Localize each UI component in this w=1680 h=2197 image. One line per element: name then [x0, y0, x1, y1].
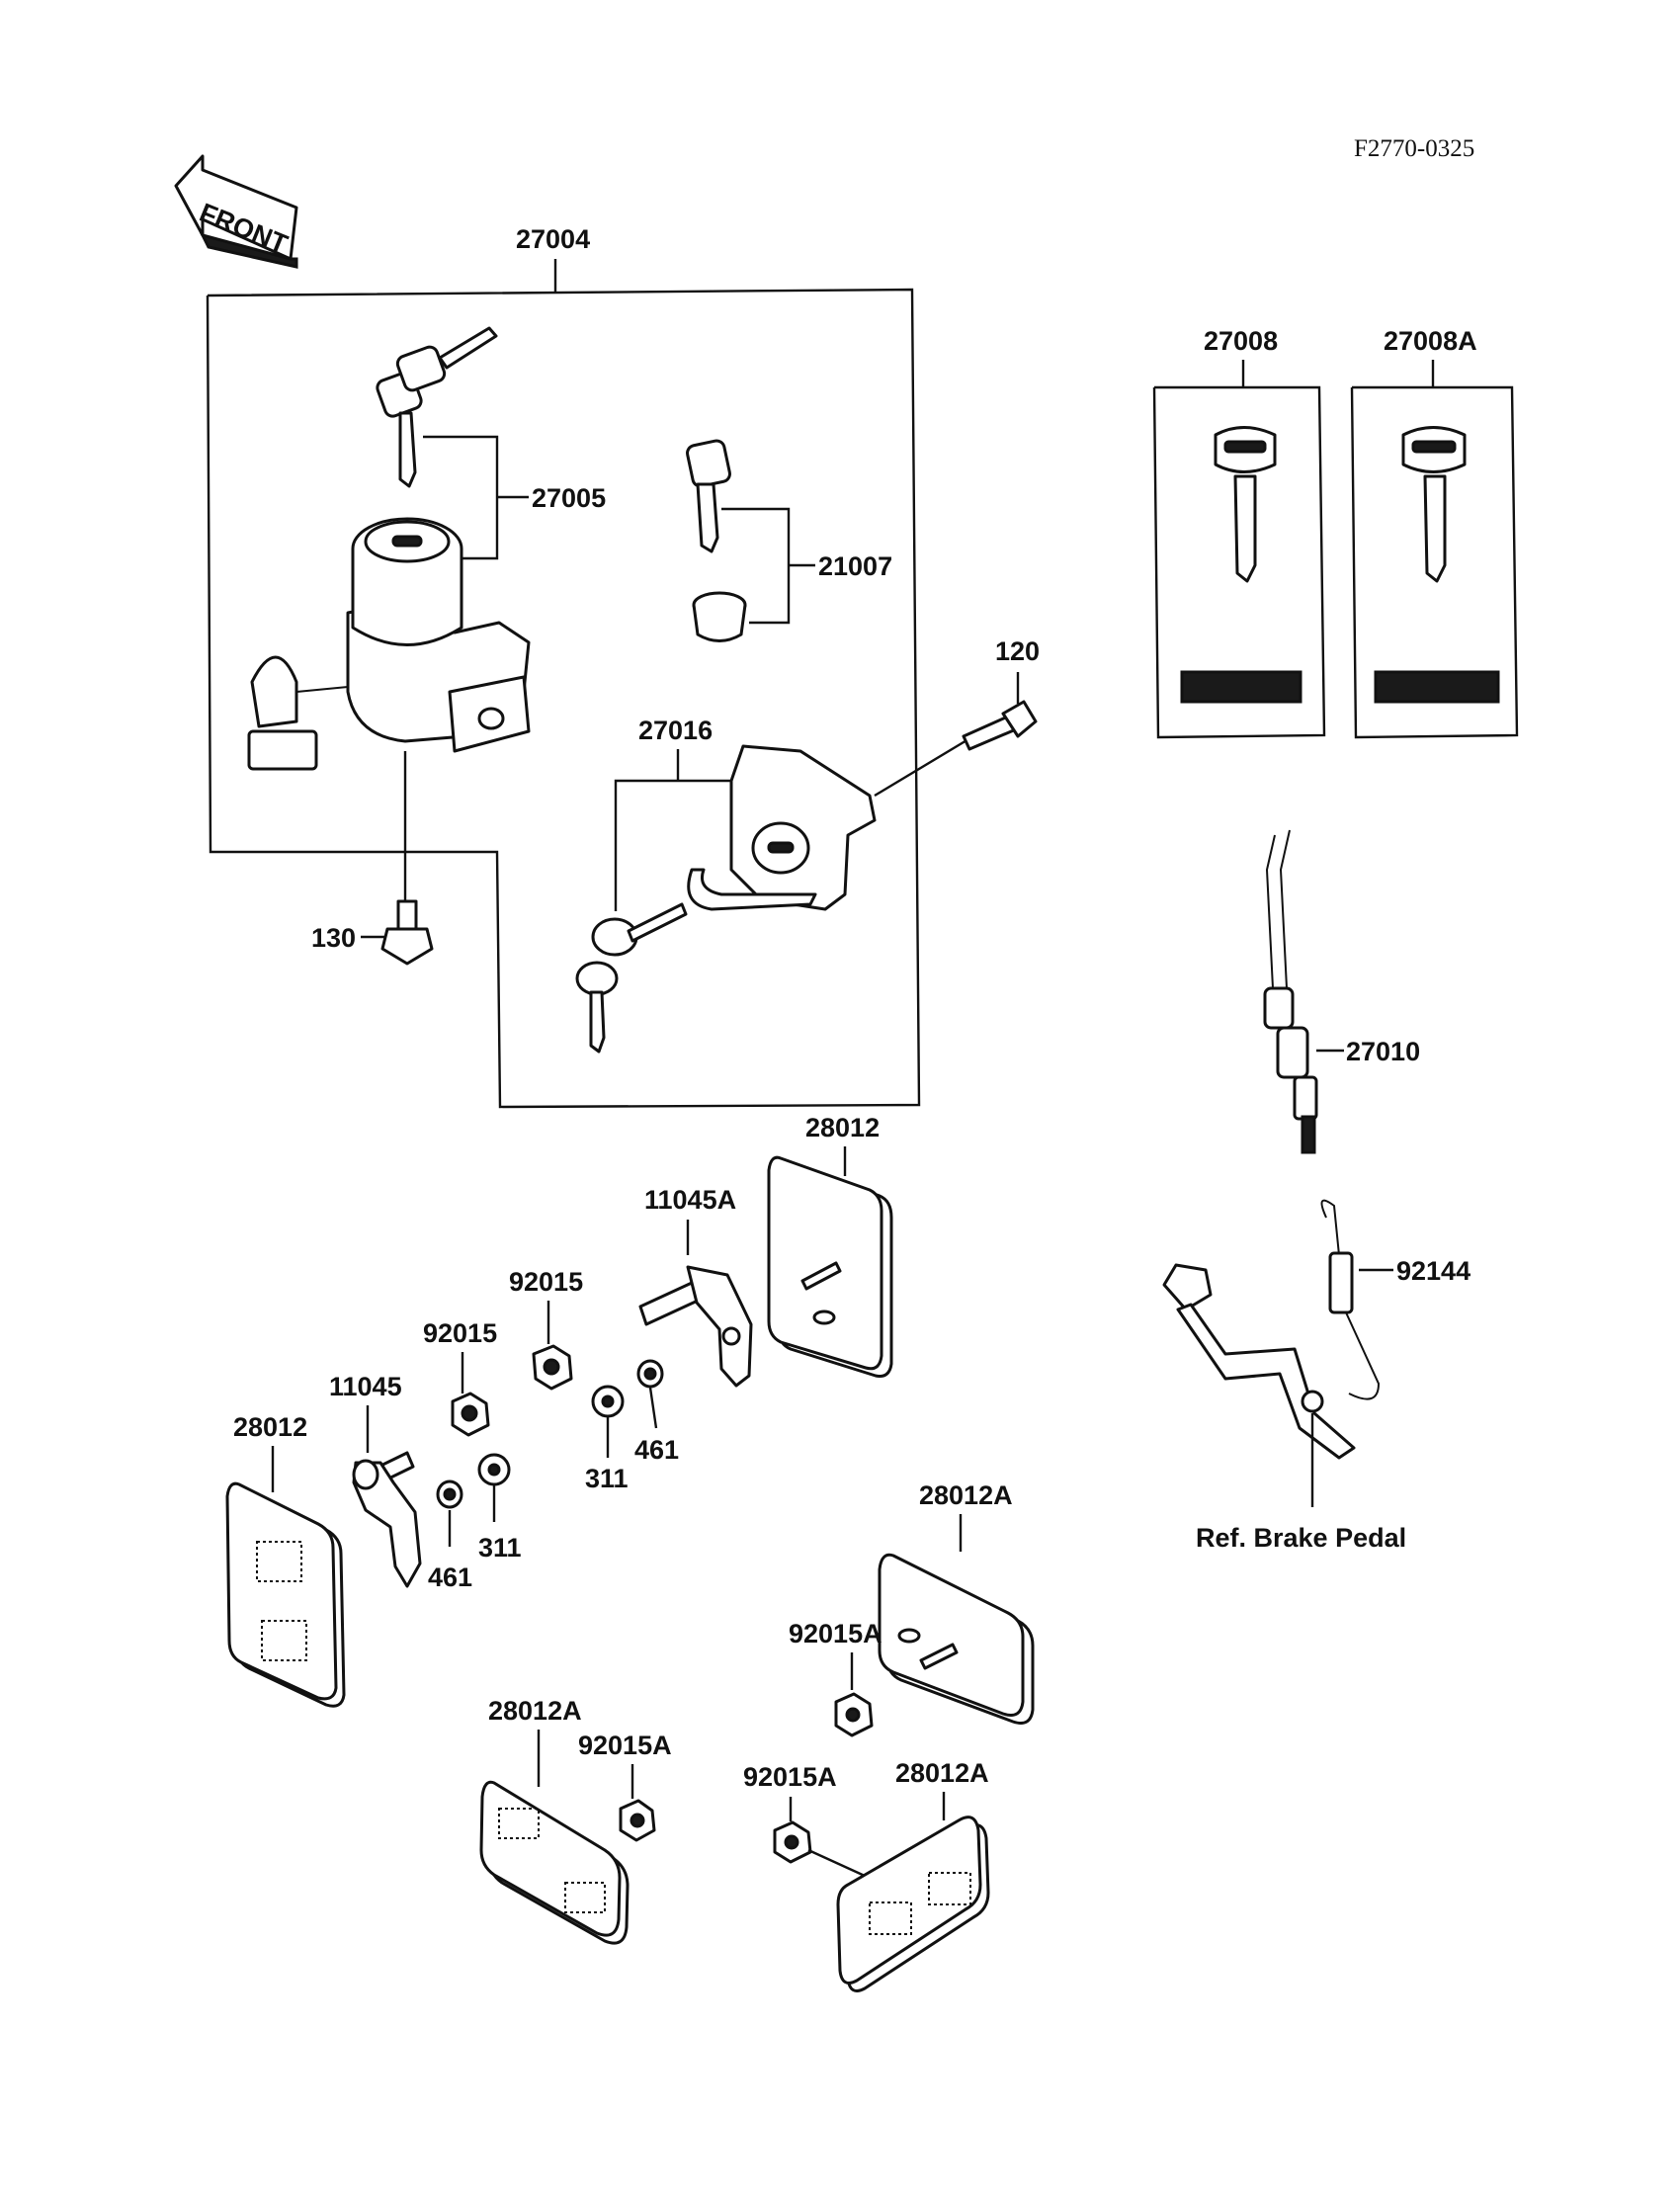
- ignition-switch-set-group: 27004 27005: [206, 224, 974, 1109]
- label-27004: 27004: [516, 224, 590, 254]
- brake-light-switch-icon: [1263, 829, 1318, 1154]
- reflector-28012A-left-icon: [479, 1780, 630, 1945]
- nut-92015A-mid-icon: [834, 1692, 874, 1737]
- reflector-28012-right-icon: [767, 1155, 893, 1378]
- bolt-130-icon: [380, 899, 434, 966]
- nut-92015-upper-icon: [532, 1344, 573, 1391]
- nut-92015A-left-icon: [619, 1799, 656, 1842]
- label-27008A: 27008A: [1384, 326, 1477, 356]
- label-92015A-left: 92015A: [578, 1731, 672, 1760]
- reflector-28012-left-icon: [225, 1481, 346, 1708]
- label-11045: 11045: [329, 1372, 402, 1401]
- helmet-lock-icon: [687, 744, 877, 911]
- label-21007: 21007: [818, 551, 892, 581]
- label-28012A-left: 28012A: [488, 1696, 582, 1726]
- seat-lock-key-icon: [686, 439, 731, 553]
- bracket-11045-icon: [352, 1451, 422, 1588]
- bolt-120-icon: [962, 700, 1038, 751]
- label-11045A: 11045A: [644, 1185, 736, 1215]
- helmet-lock-key-icon: [575, 902, 688, 1054]
- label-120: 120: [995, 636, 1040, 666]
- label-27005: 27005: [532, 483, 606, 513]
- washer-311-lower-icon: [477, 1453, 511, 1486]
- label-28012A-right: 28012A: [919, 1480, 1013, 1510]
- bracket-11045A-icon: [638, 1265, 753, 1388]
- label-27008: 27008: [1204, 326, 1278, 356]
- key-blank-27008-card: 27008: [1152, 326, 1326, 739]
- label-130: 130: [311, 923, 356, 953]
- return-spring-icon: [1320, 1199, 1381, 1400]
- label-92015-upper: 92015: [509, 1267, 583, 1297]
- label-28012-right: 28012: [805, 1113, 880, 1142]
- label-27016: 27016: [638, 716, 713, 745]
- label-92015A-mid: 92015A: [789, 1619, 882, 1648]
- label-92144: 92144: [1396, 1256, 1470, 1286]
- label-311-upper: 311: [585, 1464, 629, 1493]
- reflector-28012A-bottom-icon: [836, 1816, 990, 1992]
- washer-311-upper-icon: [591, 1385, 625, 1418]
- brake-pedal-icon: [1162, 1263, 1356, 1460]
- label-461-upper: 461: [634, 1435, 679, 1465]
- label-461-lower: 461: [428, 1563, 472, 1592]
- front-arrow-icon: FRONT: [174, 154, 298, 269]
- washer-461-upper-icon: [636, 1359, 664, 1389]
- diagram-code: F2770-0325: [1354, 135, 1474, 162]
- label-28012A-bottom: 28012A: [895, 1758, 989, 1788]
- ignition-switch-icon: [247, 517, 531, 771]
- label-27010: 27010: [1346, 1037, 1420, 1066]
- nut-92015A-bottom-icon: [773, 1820, 812, 1864]
- label-28012-left: 28012: [233, 1412, 307, 1442]
- reflector-28012A-right-icon: [878, 1553, 1035, 1725]
- lock-cap-icon: [692, 591, 747, 642]
- label-311-lower: 311: [478, 1533, 522, 1563]
- washer-461-lower-icon: [436, 1479, 463, 1509]
- label-92015A-bottom: 92015A: [743, 1762, 837, 1792]
- key-blank-27008A-card: 27008A: [1350, 326, 1519, 739]
- label-92015-lower: 92015: [423, 1318, 497, 1348]
- label-ref-brake-pedal: Ref. Brake Pedal: [1196, 1523, 1406, 1553]
- nut-92015-lower-icon: [451, 1392, 490, 1437]
- key-pair-icon: [376, 326, 498, 488]
